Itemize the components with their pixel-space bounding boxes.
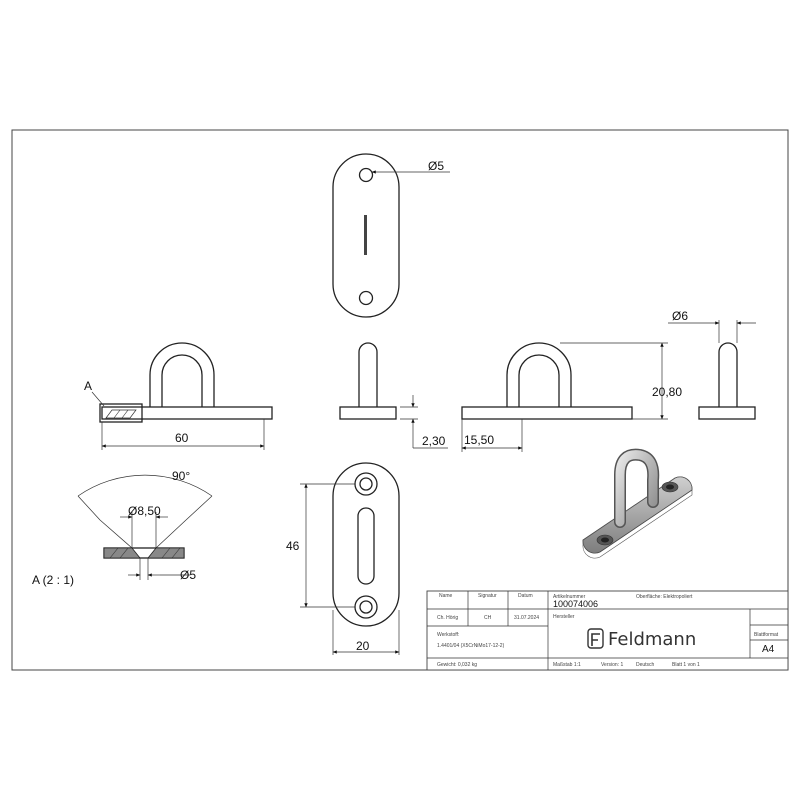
detail-marker: A — [84, 379, 92, 393]
dim-hole-top: Ø5 — [428, 159, 444, 173]
front-view: A 60 — [84, 342, 273, 450]
title-block: Name Signatur Datum Ch. Hörig CH 31.07.2… — [426, 590, 789, 671]
tb-language: Deutsch — [636, 662, 655, 668]
tb-article-label: Artikelnummer — [553, 594, 586, 600]
tb-material-label: Werkstoff: — [437, 632, 459, 638]
tb-sheet-format-label: Blattformat — [754, 632, 779, 638]
dim-hole-detail: Ø5 — [180, 568, 196, 582]
dim-length: 60 — [175, 431, 189, 445]
tb-company-logo: Feldmann — [608, 629, 696, 650]
dim-countersink-angle: 90° — [172, 469, 190, 483]
isometric-view — [582, 448, 693, 559]
side-view: 2,30 — [339, 342, 448, 449]
tb-name-header: Name — [439, 593, 453, 599]
tb-signature: CH — [484, 615, 492, 621]
drawing-border — [11, 129, 789, 671]
dim-offset: 15,50 — [464, 433, 494, 447]
feldmann-logo-icon — [587, 628, 604, 649]
tb-surface: Oberfläche: Elektropoliert — [636, 594, 693, 600]
tb-date: 31.07.2024 — [514, 615, 539, 621]
tb-sheet: Blatt 1 von 1 — [672, 662, 700, 668]
top-view: Ø5 — [332, 153, 450, 318]
dim-countersink-diameter: Ø8,50 — [128, 504, 161, 518]
dim-wire-diameter: Ø6 — [672, 309, 688, 323]
tb-sheet-format: A4 — [762, 644, 775, 655]
tb-scale: Maßstab 1:1 — [553, 662, 581, 668]
tb-material-value: 1.4401/04 (X5CrNiMo17-12-2) — [437, 643, 505, 649]
tb-date-header: Datum — [518, 593, 533, 599]
dim-height: 20,80 — [652, 385, 682, 399]
tb-article-number: 100074006 — [553, 599, 598, 609]
dim-thickness: 2,30 — [422, 434, 446, 448]
tb-signature-header: Signatur — [478, 593, 497, 599]
tb-weight: Gewicht: 0,032 kg — [437, 662, 477, 668]
detail-a: 90° Ø8,50 Ø5 — [77, 469, 213, 582]
dim-width: 20 — [356, 639, 370, 653]
side-view-right: Ø6 — [668, 309, 756, 420]
bottom-view: 46 20 — [286, 462, 400, 655]
tb-name: Ch. Hörig — [437, 615, 458, 621]
tb-manufacturer-label: Hersteller — [553, 614, 575, 620]
front-view-right: 15,50 20,80 — [461, 342, 682, 452]
detail-label: A (2 : 1) — [32, 573, 74, 587]
dim-hole-pitch: 46 — [286, 539, 300, 553]
tb-version: Version: 1 — [601, 662, 623, 668]
